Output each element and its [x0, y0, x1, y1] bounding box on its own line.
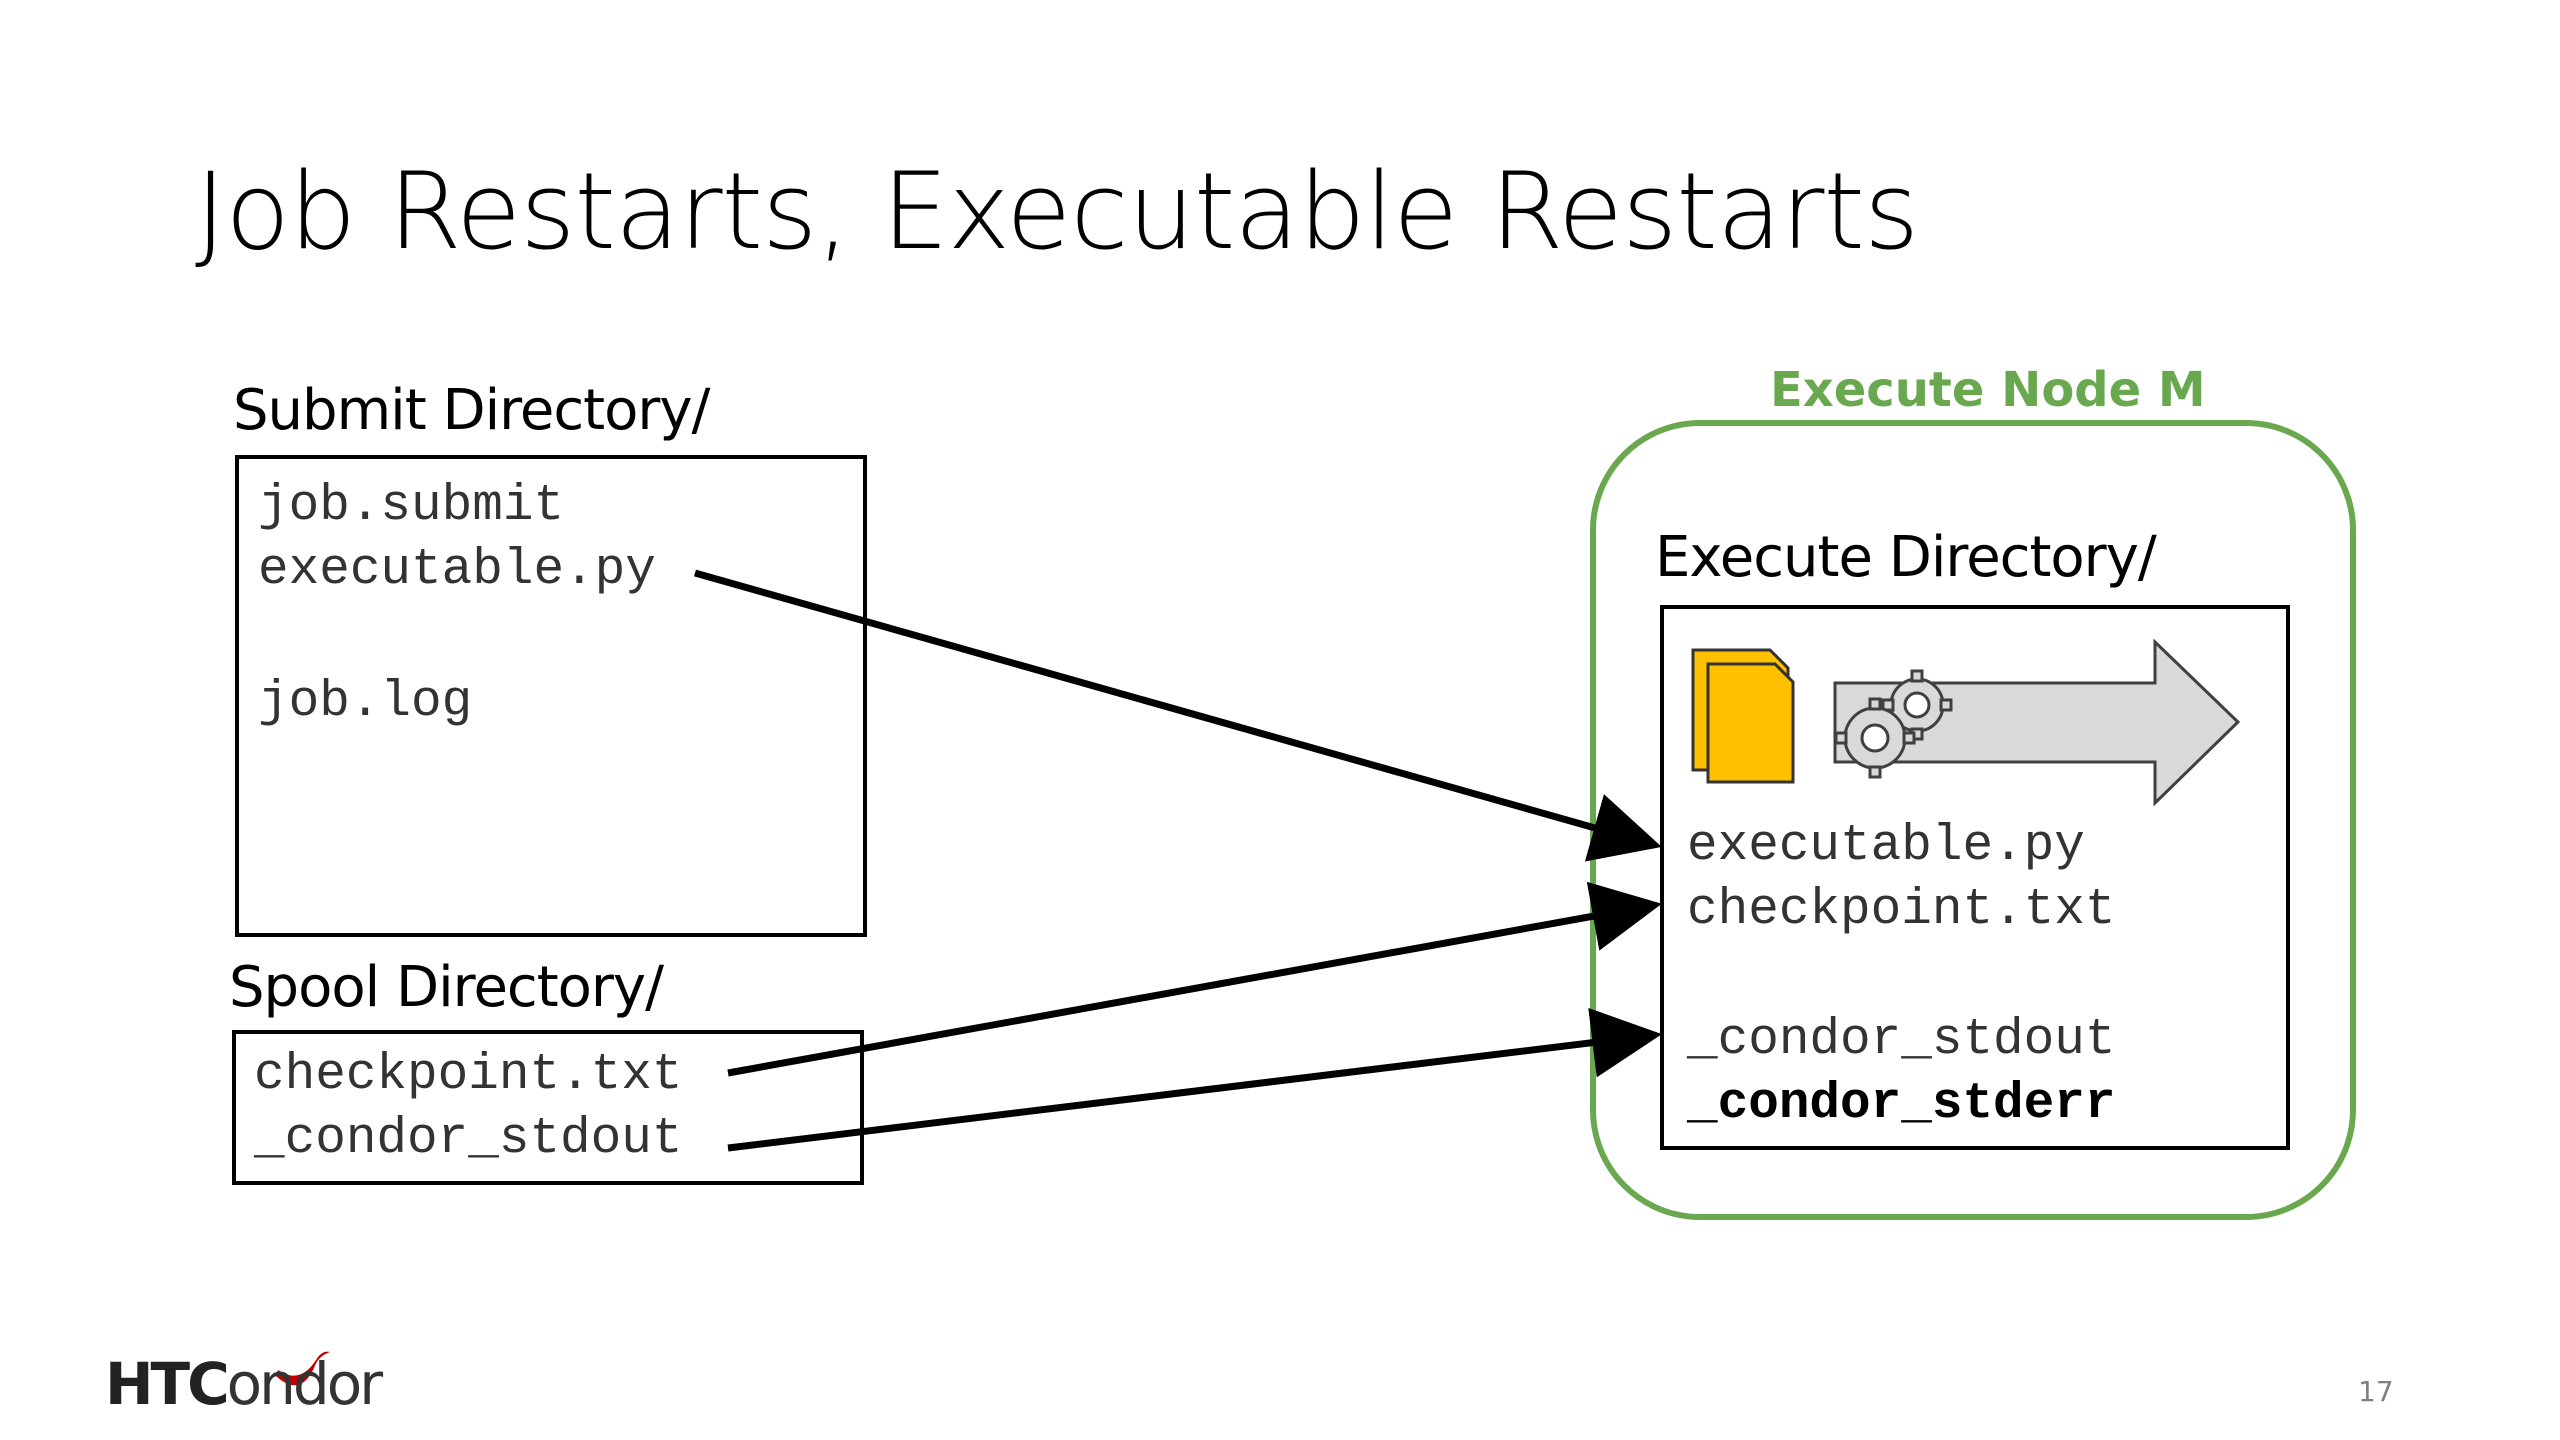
execute-file-executable: executable.py [1687, 818, 2085, 875]
submit-file-job-submit: job.submit [258, 478, 565, 535]
arrow-checkpoint [727, 881, 1662, 1077]
logo-ondor: ondor [226, 1350, 383, 1418]
page-number: 17 [2358, 1375, 2394, 1408]
submit-file-job-log: job.log [258, 674, 473, 731]
execute-file-stderr: _condor_stderr [1687, 1076, 2116, 1133]
transfer-arrows [694, 569, 1662, 1152]
htcondor-logo-swoosh [276, 1351, 330, 1386]
htcondor-logo: HTCondor [105, 1350, 383, 1418]
submit-directory-label: Submit Directory/ [233, 378, 710, 443]
spool-directory-box: checkpoint.txt _condor_stdout [232, 1030, 864, 1185]
arrow-executable [694, 569, 1662, 862]
execute-file-stdout: _condor_stdout [1687, 1012, 2116, 1069]
execute-file-checkpoint: checkpoint.txt [1687, 882, 2116, 939]
submit-directory-box: job.submit executable.py job.log [235, 455, 867, 937]
submit-file-executable: executable.py [258, 542, 656, 599]
spool-file-checkpoint: checkpoint.txt [254, 1047, 683, 1104]
logo-htc: HTC [105, 1350, 230, 1418]
arrow-stdout [727, 1007, 1662, 1152]
document-stack-icon [1691, 648, 1795, 784]
gears-icon [1834, 669, 1953, 779]
spool-file-stdout: _condor_stdout [254, 1111, 683, 1168]
spool-directory-label: Spool Directory/ [229, 955, 664, 1020]
execute-node-label: Execute Node M [1770, 362, 2206, 418]
execute-directory-label: Execute Directory/ [1655, 525, 2157, 590]
slide-title: Job Restarts, Executable Restarts [195, 150, 1919, 273]
